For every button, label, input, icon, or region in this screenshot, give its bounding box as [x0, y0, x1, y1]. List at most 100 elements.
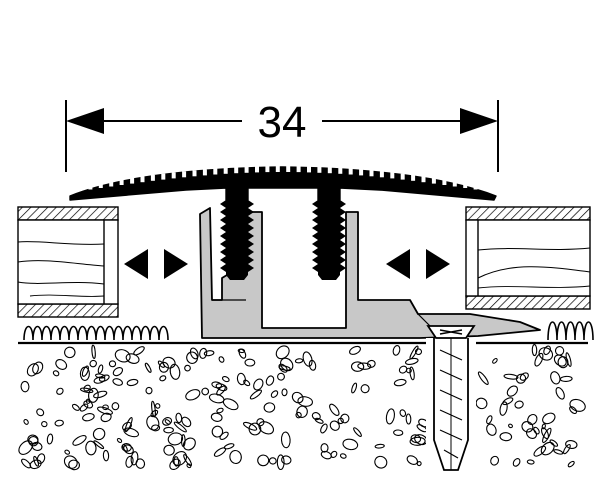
dowel-serration: [340, 264, 346, 272]
aggregate-pebble: [36, 453, 46, 464]
aggregate-pebble: [366, 359, 376, 368]
grip-ridge: [452, 180, 457, 187]
aggregate-pebble: [405, 413, 412, 425]
aggregate-pebble: [216, 407, 224, 414]
aggregate-pebble: [93, 390, 108, 399]
aggregate-pebble: [151, 424, 161, 432]
grip-ridge: [78, 185, 82, 191]
dowel-serration: [248, 216, 254, 224]
aggregate-pebble: [555, 387, 565, 400]
aggregate-pebble: [163, 444, 175, 456]
aggregate-pebble: [249, 389, 262, 400]
aggregate-pebble: [349, 345, 361, 355]
aggregate-pebble: [342, 438, 359, 451]
aggregate-pebble: [201, 387, 210, 396]
aggregate-pebble: [506, 385, 519, 397]
aggregate-pebble: [97, 406, 113, 415]
aggregate-pebble: [218, 356, 225, 363]
aggregate-pebble: [499, 432, 513, 442]
aggregate-pebble: [189, 347, 199, 360]
dowel-serration: [220, 232, 226, 240]
aggregate-pebble: [64, 449, 71, 455]
aggregate-pebble: [159, 375, 167, 382]
grip-ridge: [411, 174, 416, 181]
grip-ridge: [369, 170, 374, 177]
aggregate-pebble: [173, 421, 187, 433]
dowel-serration: [312, 200, 318, 208]
grip-ridge: [234, 167, 239, 174]
aggregate-pebble: [172, 451, 188, 466]
grip-ridge: [130, 177, 135, 184]
aggregate-pebble: [399, 409, 407, 417]
aggregate-pebble: [280, 357, 294, 372]
aggregate-pebble: [79, 403, 89, 412]
dowel-serration: [248, 248, 254, 256]
underlay-right: [547, 321, 594, 341]
grip-ridge: [296, 166, 301, 173]
dowel-serration: [248, 240, 254, 248]
aggregate-pebble: [276, 454, 285, 471]
aggregate-pebble: [112, 378, 123, 386]
dowel-serration: [340, 240, 346, 248]
grip-ridge: [431, 177, 436, 184]
aggregate-pebble: [83, 384, 91, 392]
grip-ridge: [421, 176, 426, 183]
grip-ridge: [202, 169, 207, 176]
aggregate-pebble: [492, 358, 498, 364]
aggregate-pebble: [308, 359, 317, 371]
dowel-serration: [312, 208, 318, 216]
aggregate-pebble: [163, 426, 174, 434]
aggregate-pebble: [175, 412, 183, 424]
aggregate-pebble: [311, 412, 321, 421]
aggregate-pebble: [82, 413, 95, 422]
aggregate-pebble: [258, 421, 275, 435]
grip-ridge: [140, 176, 145, 183]
dowel-serration: [340, 232, 346, 240]
grip-ridge: [400, 173, 405, 180]
aggregate-pebble: [52, 370, 60, 377]
dimension-arrow-left: [66, 108, 104, 134]
aggregate-pebble: [256, 418, 265, 427]
aggregate-pebble: [350, 361, 365, 372]
aggregate-pebble: [337, 417, 344, 425]
double-arrow-horizontal-icon: [386, 249, 450, 279]
clip-dowel-left: [220, 200, 254, 272]
cover-grip-ridges: [78, 166, 488, 191]
dowel-serration: [312, 224, 318, 232]
aggregate-pebble: [91, 344, 96, 360]
aggregate-pebble: [89, 359, 97, 368]
aggregate-pebble: [92, 427, 106, 441]
grip-ridge: [338, 167, 343, 174]
aggregate-pebble: [502, 397, 514, 406]
aggregate-pebble: [186, 351, 199, 364]
aggregate-pebble: [182, 437, 196, 451]
aggregate-pebble: [28, 435, 39, 447]
aggregate-pebble: [526, 459, 535, 465]
grip-ridge: [275, 166, 280, 172]
aggregate-pebble: [543, 345, 551, 356]
aggregate-pebble: [414, 348, 423, 356]
clip-dowel-right: [312, 200, 346, 272]
aggregate-pebble: [237, 348, 246, 354]
aggregate-pebble: [405, 367, 412, 374]
aggregate-pebble: [357, 362, 372, 370]
aggregate-pebble: [31, 441, 43, 451]
aggregate-pebble: [183, 454, 193, 467]
dowel-serration: [340, 224, 346, 232]
grip-ridge: [182, 171, 187, 178]
aggregate-pebble: [563, 443, 571, 455]
aggregate-pebble: [275, 345, 290, 360]
grip-ridge: [244, 166, 249, 173]
aggregate-pebble: [79, 387, 94, 394]
dowel-serration: [340, 200, 346, 208]
aggregate-pebble: [320, 443, 329, 453]
aggregate-pebble: [26, 363, 39, 377]
aggregate-pebble: [130, 451, 139, 466]
aggregate-pebble: [553, 449, 564, 455]
aggregate-pebble: [97, 364, 104, 374]
dowel-serration: [312, 248, 318, 256]
aggregate-pebble: [135, 458, 146, 469]
aggregate-pebble: [569, 398, 586, 412]
aggregate-pebble: [257, 454, 270, 467]
